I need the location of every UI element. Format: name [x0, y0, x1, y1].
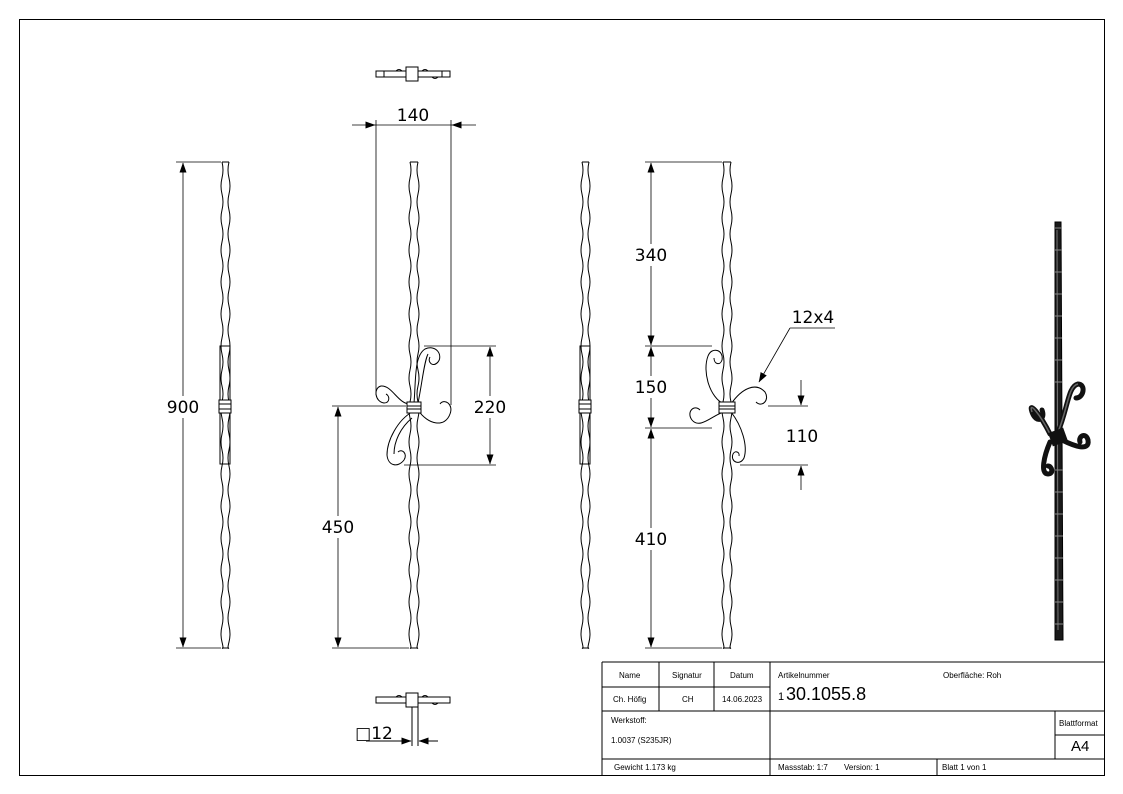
title-block-grid: [601, 661, 1104, 775]
sheet-format-value: A4: [1071, 738, 1090, 755]
front-view: [375, 161, 452, 649]
material-header: Werkstoff:: [611, 716, 647, 725]
article-prefix: 1: [778, 691, 785, 703]
bottom-view: [366, 692, 451, 746]
article-number: 30.1055.8: [786, 684, 867, 704]
rear-view: [689, 161, 768, 649]
version: Version: 1: [844, 763, 880, 772]
dim-flat-bar: 12x4: [792, 308, 835, 328]
signature-header: Signatur: [672, 671, 702, 680]
dim-110: [740, 380, 808, 490]
signature-value: CH: [682, 695, 694, 704]
surface-finish: Oberfläche: Roh: [943, 671, 1002, 680]
side-view-2: [578, 161, 592, 649]
dim-square-section: □12: [355, 724, 393, 744]
dim-top-segment: 340: [635, 246, 667, 266]
front-scroll-lower-left: [386, 411, 413, 466]
dim-middle-segment: 150: [635, 378, 667, 398]
dim-220: [404, 345, 508, 466]
scale: Massstab: 1:7: [778, 763, 828, 772]
front-collar: [406, 401, 422, 414]
sheet-format-header: Blattformat: [1059, 719, 1098, 728]
sheet-number: Blatt 1 von 1: [942, 763, 987, 772]
dim-chain: [634, 161, 722, 649]
dim-top-width: 140: [397, 106, 429, 126]
dim-scroll-offset: 110: [786, 427, 818, 447]
dim-scroll-height: 220: [474, 398, 506, 418]
leader-12x4: [758, 327, 835, 383]
front-scroll-upper-left: [375, 385, 411, 405]
dim-bottom-to-collar: 450: [322, 518, 354, 538]
top-view: [375, 66, 451, 82]
article-header: Artikelnummer: [778, 671, 830, 680]
side-view: [218, 161, 232, 649]
isometric-render: [1028, 221, 1091, 641]
weight: Gewicht 1.173 kg: [614, 763, 676, 772]
dim-bottom-segment: 410: [635, 530, 667, 550]
name-value: Ch. Höfig: [613, 695, 647, 704]
dim-900: [165, 161, 221, 649]
dim-450: [322, 405, 409, 649]
material-value: 1.0037 (S235JR): [611, 736, 672, 745]
date-header: Datum: [730, 671, 754, 680]
front-scroll-lower-right: [417, 401, 452, 424]
dim-overall-height: 900: [167, 398, 199, 418]
sheet-border: [19, 19, 1105, 776]
name-header: Name: [619, 671, 641, 680]
dim-140: [352, 120, 476, 405]
date-value: 14.06.2023: [722, 695, 763, 704]
front-scroll-upper-right: [413, 347, 441, 404]
